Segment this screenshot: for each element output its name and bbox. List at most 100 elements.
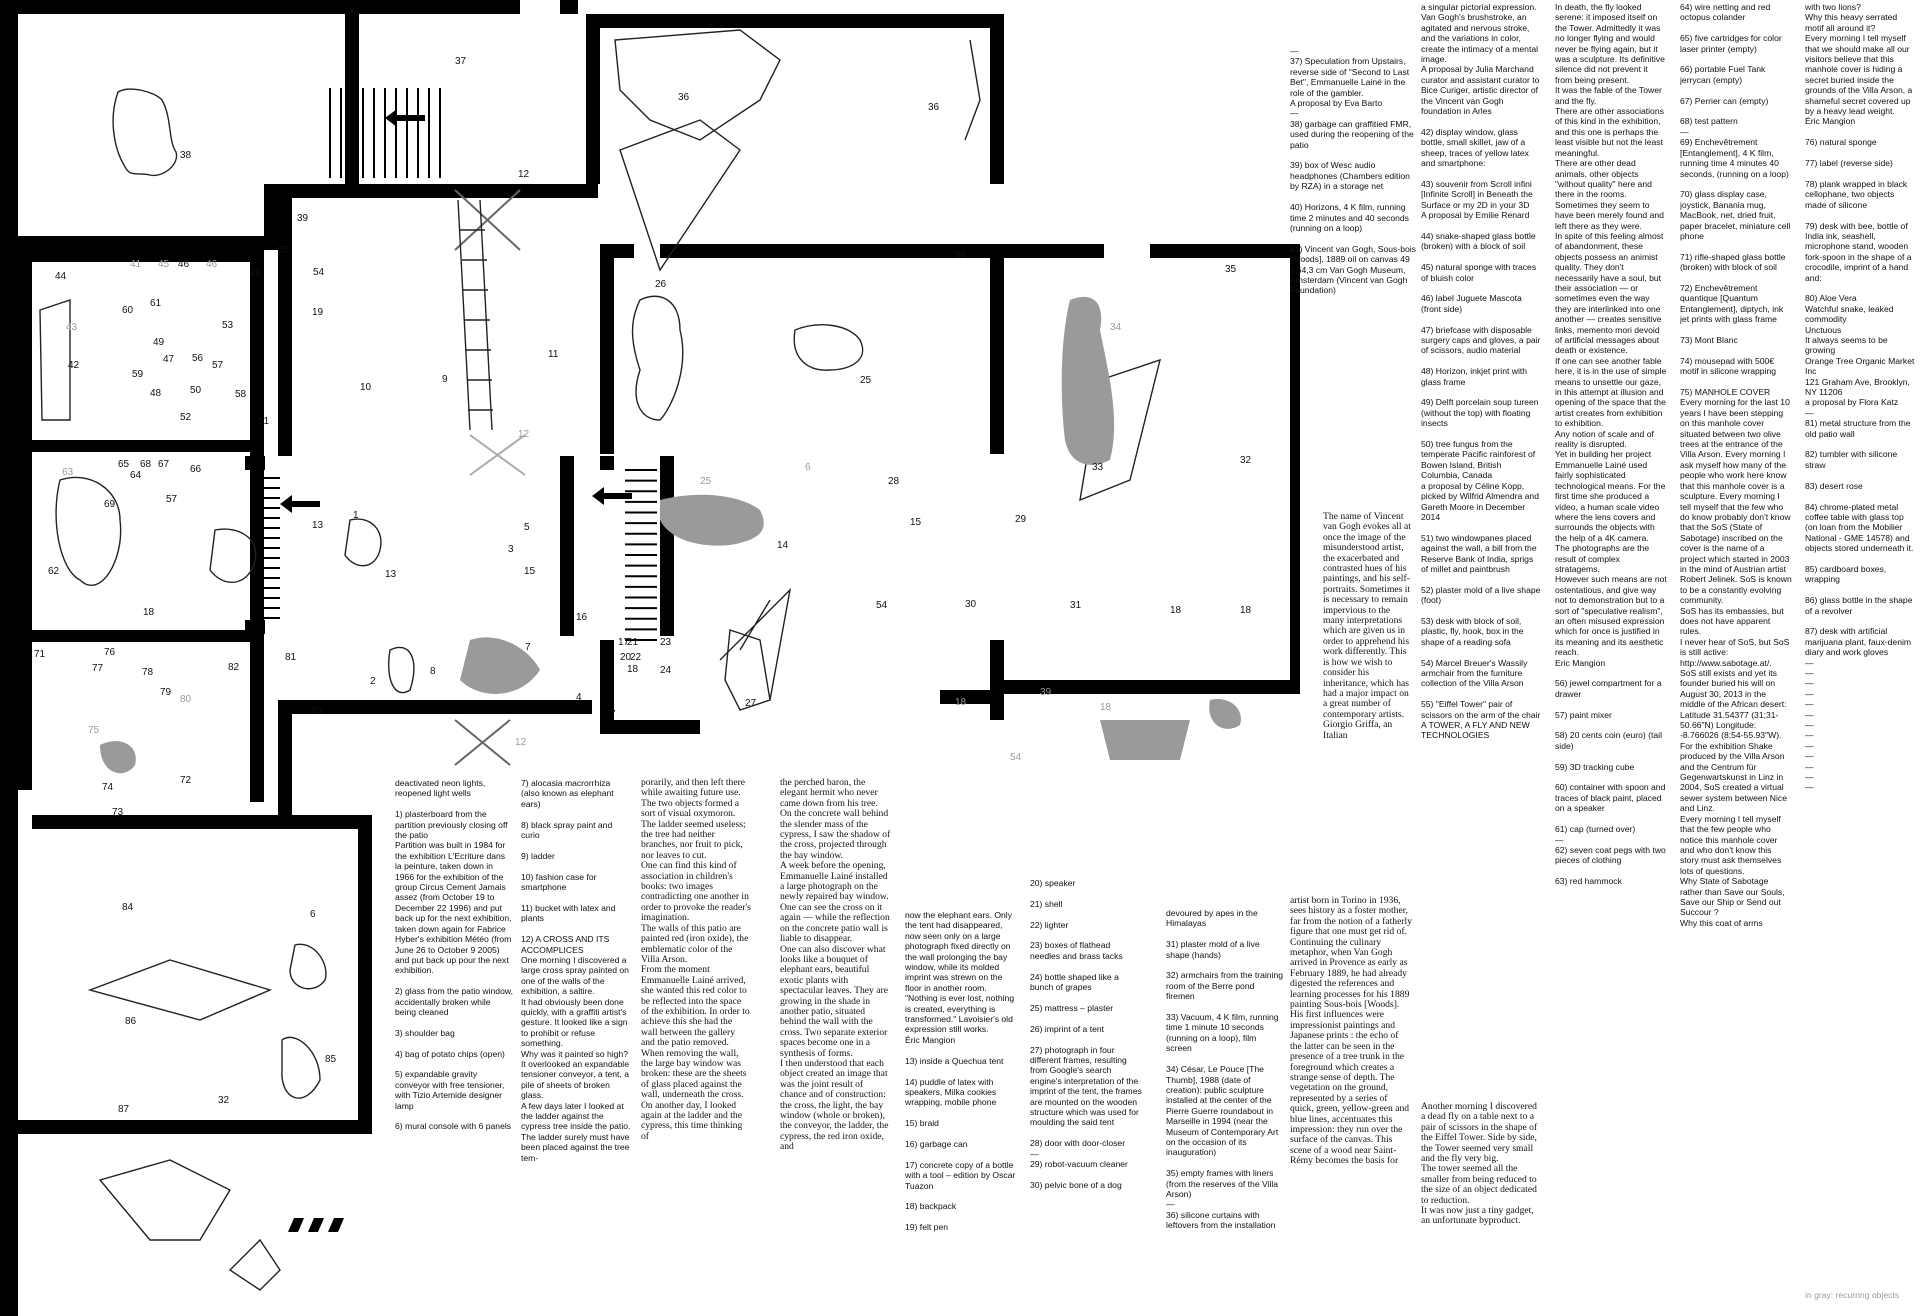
object-number-label: 18: [1240, 605, 1252, 616]
object-number-label: 83: [312, 706, 324, 717]
object-number-label: 78: [142, 667, 154, 678]
object-number-label: 11: [548, 349, 559, 360]
stairs: [255, 88, 657, 641]
object-number-label: 81: [285, 652, 297, 663]
object-number-label: 21: [627, 637, 639, 648]
object-number-label: 54: [1010, 752, 1022, 763]
object-number-label: 86: [125, 1016, 137, 1027]
object-number-label: 58: [235, 389, 247, 400]
object-number-label: 52: [180, 412, 192, 423]
object-number-label: 71: [34, 649, 46, 660]
object-number-label: 37: [455, 56, 467, 67]
object-number-label: 61: [150, 298, 162, 309]
object-number-label: 22: [630, 652, 642, 663]
text-col-8a: a singular pictorial expression. Van Gog…: [1421, 2, 1541, 741]
object-number-label: 85: [325, 1054, 337, 1065]
object-number-label: 46: [178, 259, 190, 270]
object-number-label: 67: [158, 459, 170, 470]
object-number-label: 76: [104, 647, 116, 658]
object-number-label: 2: [370, 676, 376, 687]
object-number-label: 84: [122, 902, 134, 913]
object-number-label: 26: [655, 279, 667, 290]
object-number-label: 53: [222, 320, 234, 331]
object-number-label: 49: [153, 337, 165, 348]
object-number-label: 60: [122, 305, 134, 316]
object-number-label: 63: [62, 467, 74, 478]
object-number-label: 27: [745, 698, 757, 709]
object-number-label: 54: [313, 267, 325, 278]
object-number-label: 3: [508, 544, 514, 555]
object-number-label: 39: [297, 213, 309, 224]
text-col-7a: devoured by apes in the Himalayas 31) pl…: [1166, 908, 1284, 1231]
object-number-label: 55: [278, 245, 290, 256]
object-number-label: 13: [312, 520, 324, 531]
text-col-7b: — 37) Speculation from Upstairs, reverse…: [1290, 46, 1416, 296]
object-number-label: 43: [66, 322, 78, 333]
object-number-label: 9: [442, 374, 448, 385]
object-number-label: 25: [700, 476, 712, 487]
object-number-label: 12: [518, 169, 530, 180]
arrow-icons: [280, 109, 632, 513]
object-number-label: 66: [190, 464, 202, 475]
object-number-label: 35: [1225, 264, 1237, 275]
object-number-label: 28: [888, 476, 900, 487]
object-number-label: 23: [660, 637, 672, 648]
object-number-label: 7: [610, 709, 616, 720]
object-number-label: 57: [166, 494, 178, 505]
object-number-label: 77: [92, 663, 104, 674]
object-number-label: 4: [576, 692, 582, 703]
object-number-label: 30: [965, 599, 977, 610]
object-number-label: 33: [1092, 462, 1104, 473]
sketched-objects: [39, 29, 1161, 1291]
object-number-label: 51: [258, 416, 270, 427]
text-col-1: deactivated neon lights, reopened light …: [395, 778, 513, 1132]
arrow-left-icon: [592, 487, 632, 505]
object-number-label: 18: [143, 607, 155, 618]
object-number-label: 36: [955, 250, 967, 261]
object-number-label: 6: [310, 909, 316, 920]
object-number-label: 13: [385, 569, 397, 580]
object-number-label: 79: [160, 687, 172, 698]
object-number-label: 31: [1070, 600, 1082, 611]
text-col-11: with two lions? Why this heavy serrated …: [1805, 2, 1915, 793]
text-col-7c: The name of Vincent van Gogh evokes all …: [1323, 512, 1411, 741]
object-number-label: 8: [430, 666, 436, 677]
arrow-left-icon: [385, 109, 425, 127]
object-number-label: 39: [1040, 687, 1052, 698]
object-number-label: 32: [218, 1095, 230, 1106]
text-col-6: 20) speaker 21) shell 22) lighter 23) bo…: [1030, 878, 1142, 1190]
object-number-label: 87: [118, 1104, 130, 1115]
text-col-2: 7) alocasia macrorrhiza (also known as e…: [521, 778, 631, 1163]
text-col-9a: Another morning I discovered a dead fly …: [1421, 1102, 1538, 1227]
object-number-label: 5: [524, 522, 530, 533]
object-number-label: 19: [312, 307, 324, 318]
object-number-label: 45: [158, 259, 170, 270]
object-number-label: 44: [55, 271, 67, 282]
object-number-label: 68: [140, 459, 152, 470]
object-number-label: 41: [130, 259, 142, 270]
object-number-label: 54: [876, 600, 888, 611]
object-number-label: 34: [1110, 322, 1122, 333]
text-col-5: now the elephant ears. Only the tent had…: [905, 910, 1016, 1233]
object-number-label: 18: [1100, 702, 1112, 713]
object-number-label: 15: [910, 517, 922, 528]
object-number-label: 46: [206, 259, 218, 270]
object-number-label: 57: [212, 360, 224, 371]
object-number-label: 18: [1170, 605, 1182, 616]
object-number-label: 6: [805, 462, 811, 473]
object-number-label: 65: [118, 459, 130, 470]
object-number-label: 18: [955, 697, 967, 708]
object-number-label: 74: [102, 782, 114, 793]
object-number-label: 73: [112, 807, 124, 818]
object-number-label: 16: [576, 612, 588, 623]
object-number-label: 69: [104, 499, 116, 510]
object-number-label: 12: [515, 737, 527, 748]
object-number-label: 12: [518, 429, 530, 440]
text-col-9: In death, the fly looked serene: it impo…: [1555, 2, 1667, 887]
object-number-label: 80: [180, 694, 192, 705]
object-number-label: 1: [353, 510, 359, 521]
cross-marks: [454, 189, 526, 766]
text-col-10: 64) wire netting and red octopus colande…: [1680, 2, 1792, 928]
object-number-label: 56: [192, 353, 204, 364]
